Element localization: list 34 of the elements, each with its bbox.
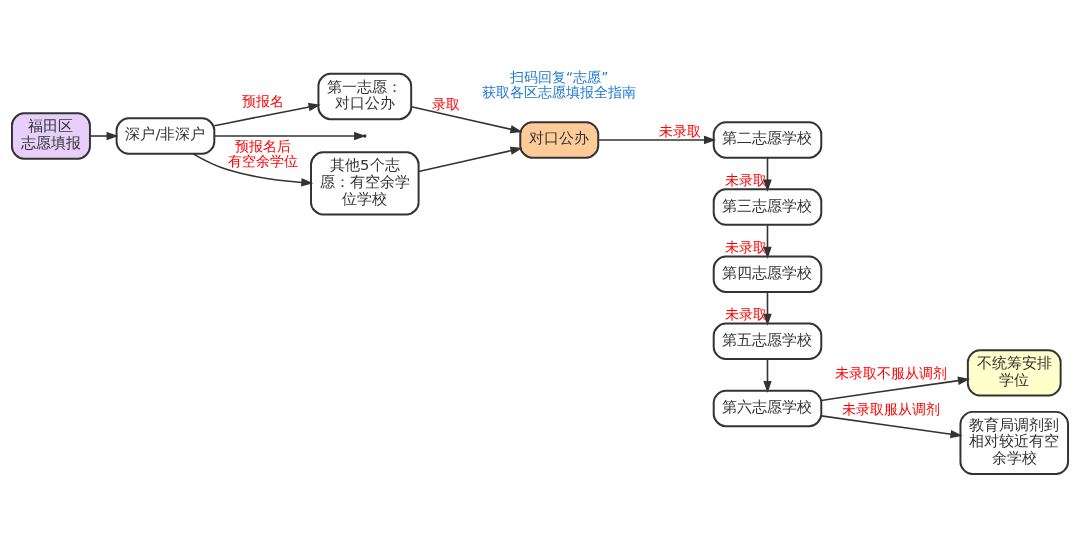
- edge-label: 录取: [431, 95, 460, 112]
- node-box: 第一志愿：对口公办: [317, 72, 413, 120]
- node-box: 对口公办: [519, 120, 600, 159]
- edge-label: 未录取服从调剂: [841, 400, 940, 417]
- arrow: [763, 358, 772, 393]
- node-box: 福田区志愿填报: [10, 111, 91, 160]
- edge-label: 未录取: [658, 122, 701, 139]
- node-box: 不统筹安排学位: [966, 348, 1062, 397]
- arrow: [820, 376, 970, 401]
- arrow: [213, 102, 321, 127]
- node-box: 其他5个志愿：有空余学位学校: [310, 150, 420, 215]
- edge-label: 未录取: [725, 305, 768, 322]
- node-box: 第四志愿学校: [712, 254, 823, 293]
- arrow: [820, 414, 963, 438]
- node-box: 第三志愿学校: [712, 187, 823, 226]
- edge-label: 预报名后有空余学位: [227, 137, 298, 169]
- edge-label: 未录取不服从调剂: [834, 364, 947, 381]
- arrow: [763, 291, 772, 326]
- node-box: 第六志愿学校: [712, 389, 823, 427]
- arrow: [597, 135, 717, 144]
- arrow: [192, 152, 314, 187]
- arrow: [763, 156, 772, 192]
- edge-label: 未录取: [725, 171, 768, 188]
- arrow: [763, 223, 772, 259]
- arrow: [417, 146, 523, 172]
- edge-label: 未录取: [725, 238, 768, 255]
- node-box: 第二志愿学校: [712, 120, 823, 159]
- node-box: 深户/非深户: [115, 116, 216, 155]
- label: 扫码回复“志愿”获取各区志愿填报全指南: [482, 68, 637, 100]
- node-box: 第五志愿学校: [712, 322, 823, 360]
- edge-label: 预报名: [241, 92, 284, 109]
- node-box: 教育局调剂到相对较近有空余学校: [959, 410, 1070, 475]
- arrow: [410, 105, 523, 133]
- arrow: [89, 131, 119, 140]
